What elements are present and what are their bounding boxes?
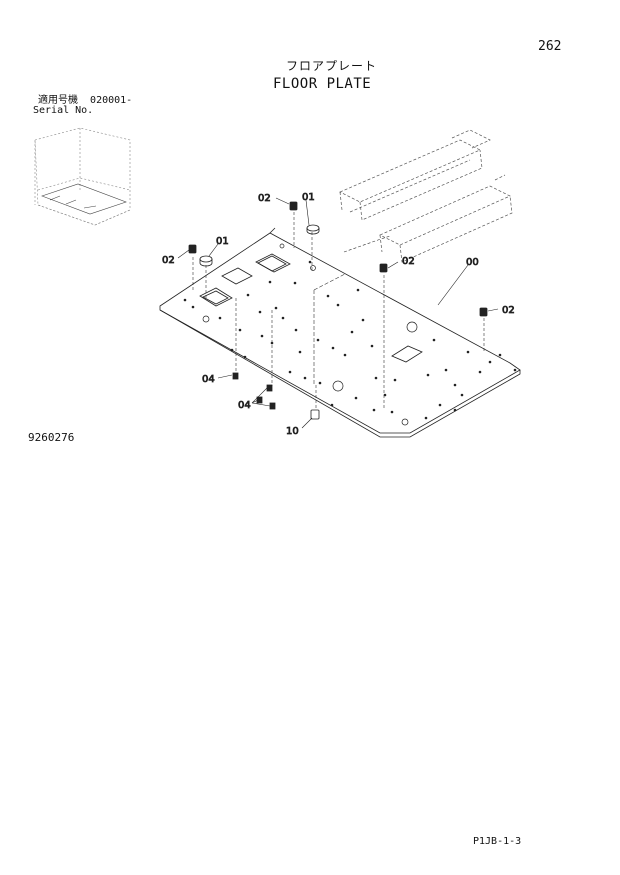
drawing-number: 9260276 <box>28 431 75 444</box>
page-code: P1JB-1-3 <box>473 836 522 847</box>
part-04-a <box>232 372 239 380</box>
part-10 <box>310 409 320 420</box>
callout-01-top: 01 <box>302 192 315 203</box>
part-rubber-01-left <box>199 255 213 267</box>
callout-00: 00 <box>466 257 479 268</box>
serial-label-english: Serial No. <box>33 105 94 116</box>
callout-02-right: 02 <box>502 305 515 316</box>
callout-04-b: 04 <box>238 400 251 411</box>
hidden-edges <box>313 273 346 385</box>
part-bolt-02-mid <box>379 263 388 273</box>
frame-rails <box>339 129 513 263</box>
callout-10: 10 <box>286 426 299 437</box>
callout-01-left: 01 <box>216 236 229 247</box>
serial-number: 020001- <box>90 95 133 106</box>
callout-02-left: 02 <box>162 255 175 266</box>
part-bolt-02-left <box>188 244 197 254</box>
cab-thumbnail <box>34 127 131 226</box>
callout-02-mid: 02 <box>402 256 415 267</box>
part-bolt-02-right <box>479 307 488 317</box>
serial-label-jp: 適用号機 <box>38 95 78 106</box>
part-bolt-02-top <box>289 201 298 211</box>
title-english: FLOOR PLATE <box>273 76 372 92</box>
part-leaders <box>192 212 485 412</box>
title-japanese: フロアプレート <box>286 59 378 73</box>
part-04-b <box>256 384 276 410</box>
floor-plate <box>159 227 521 438</box>
callout-leaders <box>177 197 499 429</box>
callout-04-a: 04 <box>202 374 215 385</box>
page-number: 262 <box>538 39 562 54</box>
serial-label-japanese: 適用号機 020001- <box>38 96 132 106</box>
callout-02-top: 02 <box>258 193 271 204</box>
part-rubber-01-top <box>306 224 320 235</box>
